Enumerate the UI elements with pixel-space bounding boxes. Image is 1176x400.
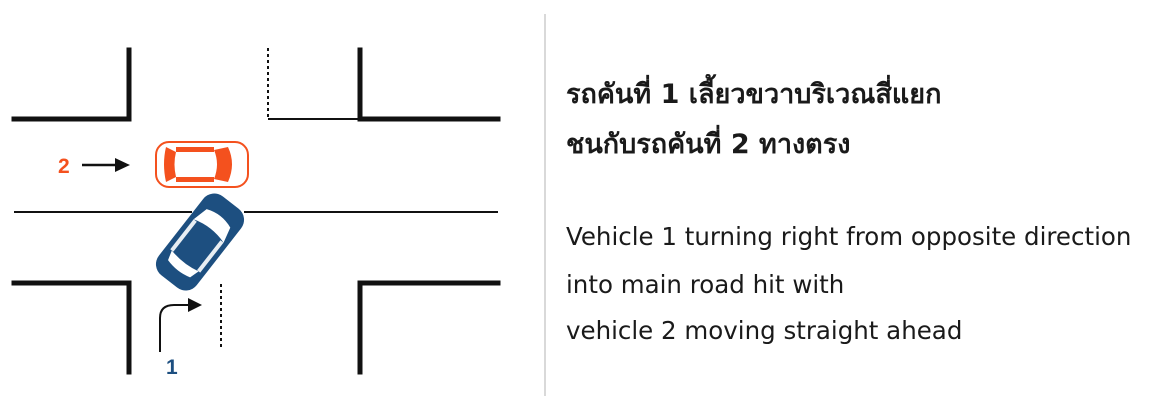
- intersection-diagram: 2 1: [11, 47, 501, 379]
- lane-markings: [220, 48, 269, 350]
- divider: [544, 14, 546, 396]
- english-caption-line-3: vehicle 2 moving straight ahead: [566, 316, 963, 345]
- vehicle-2-label: 2: [58, 155, 70, 178]
- road-curbs: [11, 47, 501, 375]
- vehicle-1-label: 1: [166, 356, 178, 379]
- english-caption-line-1: Vehicle 1 turning right from opposite di…: [566, 222, 1132, 251]
- vehicle-1-car-icon: [155, 193, 245, 291]
- arrow-right-icon: [82, 158, 130, 172]
- thai-caption-line-1: รถคันที่ 1 เลี้ยวขวาบริเวณสี่แยก: [566, 79, 942, 110]
- curb-bottom-left: [11, 280, 132, 375]
- vehicle-2-car-icon: [155, 141, 249, 188]
- thai-caption-line-2: ชนกับรถคันที่ 2 ทางตรง: [566, 129, 851, 160]
- english-caption-line-2: into main road hit with: [566, 270, 845, 299]
- turn-right-arrow-icon: [159, 298, 202, 352]
- curb-top-right: [357, 47, 501, 122]
- curb-top-left: [11, 47, 132, 122]
- curb-bottom-right: [357, 280, 501, 375]
